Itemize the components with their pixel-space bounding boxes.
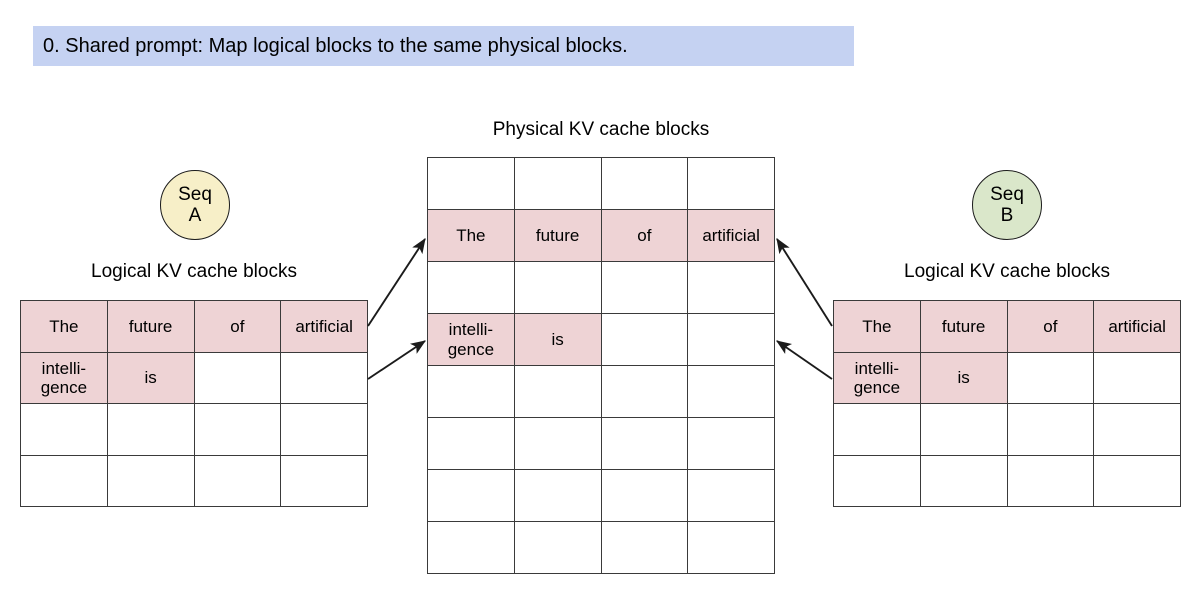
kv-block-cell: The xyxy=(833,300,921,353)
arrow-b-row2-to-physical-row4 xyxy=(776,340,833,380)
kv-block-cell xyxy=(600,313,689,366)
seq-a-id: A xyxy=(188,205,202,226)
kv-block-cell xyxy=(20,454,108,507)
kv-block-cell xyxy=(513,417,602,470)
kv-block-cell: future xyxy=(106,300,195,353)
kv-block-cell xyxy=(513,521,602,574)
kv-block-cell xyxy=(280,351,368,404)
kv-block-cell xyxy=(1006,403,1095,456)
table-row xyxy=(427,521,775,574)
kv-block-cell: is xyxy=(513,313,602,366)
seq-b-label: Seq xyxy=(990,183,1024,205)
kv-block-cell xyxy=(1006,454,1095,507)
kv-block-cell xyxy=(106,403,195,456)
kv-block-cell xyxy=(1006,351,1095,404)
prompt-banner-text: 0. Shared prompt: Map logical blocks to … xyxy=(43,35,628,57)
kv-block-cell xyxy=(1093,403,1181,456)
physical-blocks-caption: Physical KV cache blocks xyxy=(492,119,710,140)
kv-block-cell: artificial xyxy=(687,209,775,262)
kv-block-cell: of xyxy=(193,300,282,353)
kv-block-cell: intelli-gence xyxy=(833,351,921,404)
kv-block-cell: artificial xyxy=(1093,300,1181,353)
seq-b-id: B xyxy=(1000,205,1014,226)
kv-block-cell xyxy=(919,454,1008,507)
kv-block-cell xyxy=(513,365,602,418)
arrow-b-row1-to-physical-row2 xyxy=(776,238,833,327)
kv-block-cell: of xyxy=(1006,300,1095,353)
arrow-a-row1-to-physical-row2 xyxy=(367,238,426,327)
kv-block-cell xyxy=(687,157,775,210)
kv-block-cell xyxy=(600,157,689,210)
kv-block-cell xyxy=(106,454,195,507)
kv-block-cell xyxy=(600,417,689,470)
kv-block-cell xyxy=(193,403,282,456)
kv-block-cell xyxy=(427,261,515,314)
kv-block-cell xyxy=(1093,454,1181,507)
kv-block-cell xyxy=(687,365,775,418)
logical-blocks-caption-b: Logical KV cache blocks xyxy=(904,261,1110,282)
kv-block-cell: of xyxy=(600,209,689,262)
kv-block-cell xyxy=(833,454,921,507)
seq-a-label: Seq xyxy=(178,183,212,205)
kv-block-cell xyxy=(20,403,108,456)
kv-block-cell xyxy=(600,365,689,418)
kv-block-cell xyxy=(687,313,775,366)
kv-block-cell xyxy=(687,521,775,574)
table-row xyxy=(833,454,1181,507)
kv-block-cell xyxy=(280,403,368,456)
kv-block-cell xyxy=(427,365,515,418)
kv-block-cell xyxy=(687,261,775,314)
table-row xyxy=(427,157,775,210)
kv-block-cell xyxy=(833,403,921,456)
kv-block-cell: artificial xyxy=(280,300,368,353)
kv-block-cell xyxy=(513,469,602,522)
kv-block-cell xyxy=(600,521,689,574)
kv-block-cell xyxy=(600,261,689,314)
arrow-a-row2-to-physical-row4 xyxy=(367,340,426,380)
kv-block-cell xyxy=(513,261,602,314)
logical-blocks-caption-a: Logical KV cache blocks xyxy=(91,261,297,282)
kv-block-cell: is xyxy=(919,351,1008,404)
kv-block-cell xyxy=(427,157,515,210)
table-row xyxy=(427,365,775,418)
kv-block-cell xyxy=(919,403,1008,456)
kv-block-cell xyxy=(687,469,775,522)
kv-block-cell xyxy=(427,469,515,522)
kv-block-cell xyxy=(193,351,282,404)
kv-block-cell xyxy=(427,521,515,574)
kv-block-cell: intelli-gence xyxy=(20,351,108,404)
kv-block-cell: The xyxy=(20,300,108,353)
kv-block-cell: intelli-gence xyxy=(427,313,515,366)
kv-block-cell xyxy=(280,454,368,507)
kv-block-cell xyxy=(600,469,689,522)
seq-a-badge: Seq A xyxy=(160,170,230,240)
table-row xyxy=(20,454,368,507)
kv-block-cell xyxy=(193,454,282,507)
kv-block-cell: The xyxy=(427,209,515,262)
kv-block-cell xyxy=(513,157,602,210)
table-row xyxy=(427,261,775,314)
table-row xyxy=(427,417,775,470)
table-row xyxy=(427,469,775,522)
table-row xyxy=(20,403,368,456)
kv-block-cell xyxy=(1093,351,1181,404)
kv-block-cell: is xyxy=(106,351,195,404)
table-row xyxy=(833,403,1181,456)
kv-block-cell: future xyxy=(919,300,1008,353)
kv-block-cell xyxy=(427,417,515,470)
prompt-banner: 0. Shared prompt: Map logical blocks to … xyxy=(33,26,854,66)
kv-block-cell: future xyxy=(513,209,602,262)
kv-block-cell xyxy=(687,417,775,470)
seq-b-badge: Seq B xyxy=(972,170,1042,240)
